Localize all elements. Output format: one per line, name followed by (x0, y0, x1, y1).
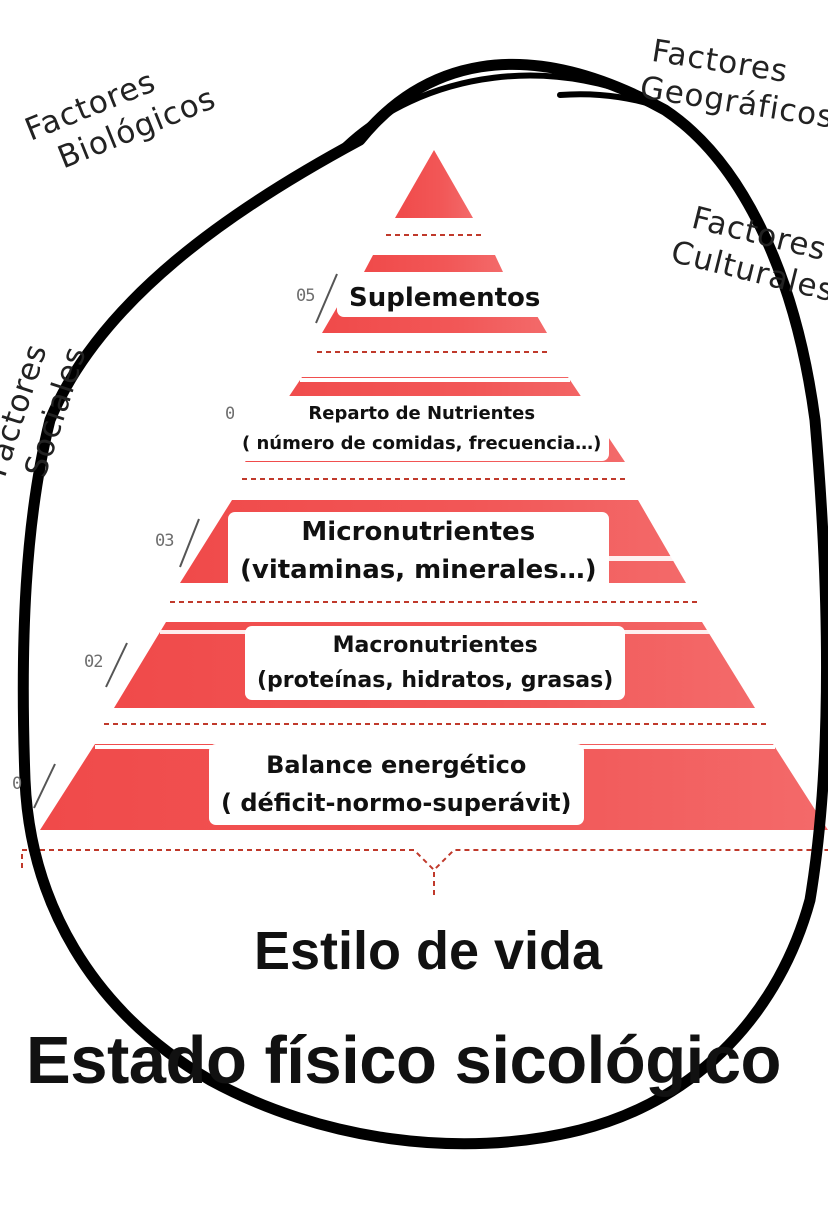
level-slash-02 (105, 642, 128, 688)
lifestyle-label: Estilo de vida (253, 921, 603, 981)
level-slash-05 (315, 273, 338, 324)
level-2-label: Macronutrientes (proteínas, hidratos, gr… (245, 626, 626, 701)
level-5-title: Suplementos (349, 283, 541, 313)
level-4-subtitle: ( número de comidas, frecuencia…) (242, 432, 602, 454)
base-bracket (21, 849, 828, 872)
level-number-03: 03 (155, 531, 175, 551)
level-5-label: Suplementos (337, 281, 553, 317)
level-3-title: Micronutrientes (301, 517, 536, 547)
level-number-01: 0 (12, 774, 22, 794)
dashed-separators (21, 234, 828, 897)
level-1-label: Balance energético ( déficit-normo-super… (209, 744, 584, 825)
level-number-02: 02 (84, 652, 104, 672)
pyramid-band-5-top (364, 255, 503, 272)
level-slash-03 (179, 518, 200, 568)
level-1-title: Balance energético (266, 751, 527, 779)
level-3-label: Micronutrientes (vitaminas, minerales…) (228, 512, 609, 592)
level-2-subtitle: (proteínas, hidratos, grasas) (257, 668, 614, 694)
physical-psychological-state-label: Estado físico sicológico (26, 1023, 781, 1098)
level-slash-01 (33, 763, 56, 809)
level-2-title: Macronutrientes (332, 633, 538, 658)
level-3-subtitle: (vitaminas, minerales…) (240, 554, 597, 585)
level-1-subtitle: ( déficit-normo-superávit) (221, 789, 572, 818)
handdrawn-circle (17, 58, 828, 1150)
level-number-05: 05 (296, 286, 316, 306)
pyramid-apex (395, 150, 473, 218)
level-4-label: Reparto de Nutrientes ( número de comida… (234, 396, 610, 462)
band-stripe (300, 378, 570, 382)
level-4-title: Reparto de Nutrientes (308, 403, 536, 424)
